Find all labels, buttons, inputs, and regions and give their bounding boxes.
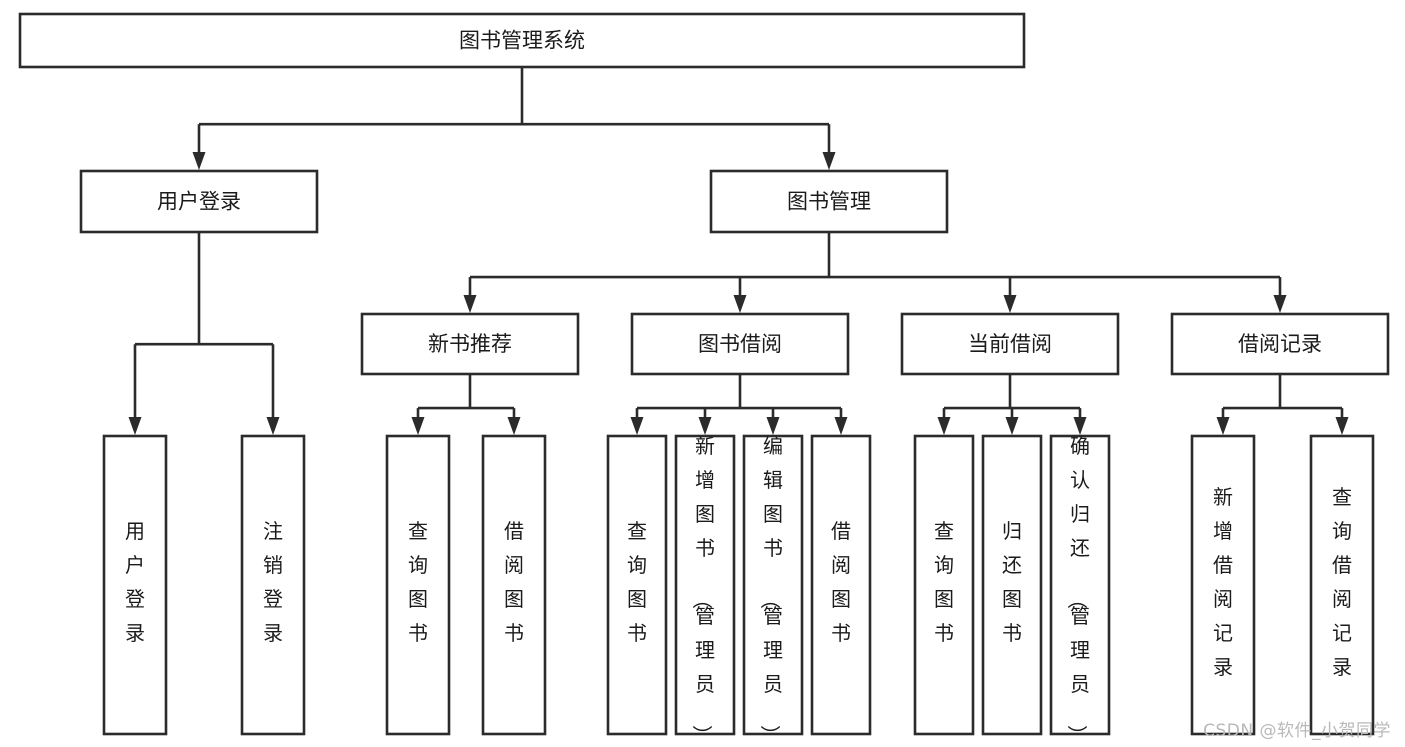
node-box	[1170, 312, 1390, 376]
edge-arrowhead	[192, 152, 206, 170]
edge-arrowhead	[834, 417, 848, 435]
node-leaf-cb-return[interactable]: 归还图书	[981, 434, 1043, 736]
node-root[interactable]: 图书管理系统	[18, 12, 1026, 69]
node-label: 借阅图书	[504, 519, 524, 645]
node-leaf-nbr-query[interactable]: 查询图书	[385, 434, 451, 736]
node-box	[79, 169, 319, 234]
node-box	[981, 434, 1043, 736]
node-label: 新增借阅记录	[1213, 485, 1233, 679]
node-label: 编辑图书（管理员）	[758, 434, 783, 745]
edge-arrowhead	[937, 417, 951, 435]
node-label: 新书推荐	[428, 332, 512, 356]
node-leaf-cb-query[interactable]: 查询图书	[913, 434, 975, 736]
node-label: 图书借阅	[698, 332, 782, 356]
node-user-login[interactable]: 用户登录	[79, 169, 319, 234]
node-leaf-user-login[interactable]: 用户登录	[102, 434, 168, 736]
node-label: 用户登录	[157, 190, 241, 214]
node-label: 查询图书	[627, 519, 647, 645]
node-box	[102, 434, 168, 736]
node-box	[240, 434, 306, 736]
edge-arrowhead	[1335, 417, 1349, 435]
edge-arrowhead	[1216, 417, 1230, 435]
edge-arrowhead	[1003, 295, 1017, 313]
node-box	[18, 12, 1026, 69]
node-label: 注销登录	[263, 519, 283, 645]
node-book-manage[interactable]: 图书管理	[709, 169, 949, 234]
node-label: 用户登录	[125, 519, 145, 645]
node-leaf-bb-edit[interactable]: 编辑图书（管理员）	[742, 434, 804, 745]
edges-layer	[128, 67, 1349, 435]
edge-arrowhead	[507, 417, 521, 435]
node-box	[385, 434, 451, 736]
node-box	[900, 312, 1120, 376]
node-box	[913, 434, 975, 736]
node-box	[1309, 434, 1375, 736]
node-box	[481, 434, 547, 736]
node-label: 确认归还（管理员）	[1065, 434, 1090, 745]
edge-arrowhead	[766, 417, 780, 435]
node-box	[1190, 434, 1256, 736]
node-box	[606, 434, 668, 736]
edge-arrowhead	[463, 295, 477, 313]
node-box	[630, 312, 850, 376]
node-leaf-bb-query[interactable]: 查询图书	[606, 434, 668, 736]
edge-arrowhead	[733, 295, 747, 313]
node-leaf-logout[interactable]: 注销登录	[240, 434, 306, 736]
node-label: 借阅图书	[831, 519, 851, 645]
node-current-borrow[interactable]: 当前借阅	[900, 312, 1120, 376]
node-label: 查询图书	[934, 519, 954, 645]
node-book-borrow[interactable]: 图书借阅	[630, 312, 850, 376]
edge-arrowhead	[822, 152, 836, 170]
node-leaf-bb-borrow[interactable]: 借阅图书	[810, 434, 872, 736]
node-box	[742, 434, 804, 736]
watermark-text: CSDN @软件_小贺同学	[1203, 721, 1391, 741]
node-label: 当前借阅	[968, 332, 1052, 356]
node-label: 图书管理系统	[459, 29, 585, 53]
edge-arrowhead	[411, 417, 425, 435]
node-leaf-nbr-borrow[interactable]: 借阅图书	[481, 434, 547, 736]
node-box	[810, 434, 872, 736]
node-new-book-rec[interactable]: 新书推荐	[360, 312, 580, 376]
node-label: 查询借阅记录	[1332, 485, 1352, 679]
node-leaf-bb-add[interactable]: 新增图书（管理员）	[674, 434, 736, 745]
edge-arrowhead	[266, 417, 280, 435]
node-leaf-cb-confirm[interactable]: 确认归还（管理员）	[1049, 434, 1111, 745]
node-label: 借阅记录	[1238, 332, 1322, 356]
nodes-layer: 图书管理系统用户登录图书管理新书推荐图书借阅当前借阅借阅记录用户登录注销登录查询…	[18, 12, 1390, 745]
node-leaf-br-query[interactable]: 查询借阅记录	[1309, 434, 1375, 736]
edge-arrowhead	[1273, 295, 1287, 313]
edge-arrowhead	[630, 417, 644, 435]
node-box	[1049, 434, 1111, 736]
node-label: 查询图书	[408, 519, 428, 645]
node-leaf-br-add[interactable]: 新增借阅记录	[1190, 434, 1256, 736]
node-box	[360, 312, 580, 376]
node-box	[674, 434, 736, 736]
node-box	[709, 169, 949, 234]
node-label: 新增图书（管理员）	[690, 434, 715, 745]
edge-arrowhead	[1005, 417, 1019, 435]
node-borrow-record[interactable]: 借阅记录	[1170, 312, 1390, 376]
edge-arrowhead	[698, 417, 712, 435]
node-label: 图书管理	[787, 190, 871, 214]
edge-arrowhead	[1073, 417, 1087, 435]
node-label: 归还图书	[1002, 519, 1022, 645]
edge-arrowhead	[128, 417, 142, 435]
